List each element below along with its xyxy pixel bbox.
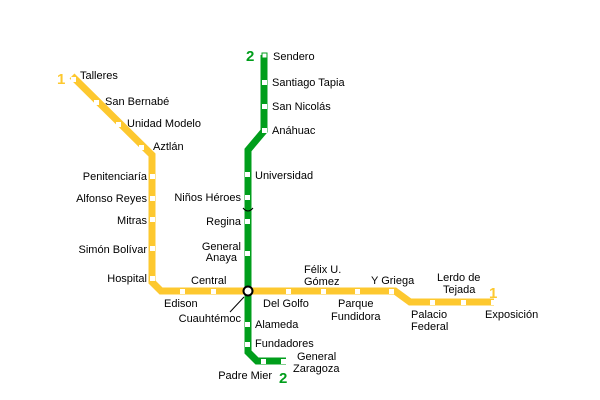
line-1-end-number: 1 — [489, 285, 497, 302]
label-palacio-federal-line1: Palacio — [411, 309, 447, 321]
label-general-anaya-line2: Anaya — [206, 252, 238, 264]
label-santiago-tapia: Santiago Tapia — [272, 77, 345, 89]
label-anahuac: Anáhuac — [272, 125, 316, 137]
label-lerdo-de-tejada-line1: Lerdo de — [437, 272, 480, 284]
station-central[interactable] — [211, 289, 216, 294]
station-alameda[interactable] — [245, 322, 250, 327]
label-talleres: Talleres — [80, 70, 118, 82]
station-simon-bolivar[interactable] — [150, 246, 155, 251]
transfer-station-cuauhtemoc[interactable] — [242, 285, 254, 297]
label-fundadores: Fundadores — [255, 338, 314, 350]
station-general-zaragoza[interactable] — [281, 359, 286, 364]
label-parque-fundidora-line2: Fundidora — [331, 311, 381, 323]
label-universidad: Universidad — [255, 170, 313, 182]
station-palacio-federal[interactable] — [430, 300, 435, 305]
label-alfonso-reyes: Alfonso Reyes — [76, 193, 147, 205]
tunnel-marker — [242, 207, 254, 212]
label-sendero: Sendero — [273, 51, 315, 63]
label-cuauhtemoc: Cuauhtémoc — [179, 313, 242, 325]
station-general-anaya[interactable] — [245, 251, 250, 256]
label-felix-u-gomez-line2: Gómez — [304, 276, 339, 288]
station-fundadores[interactable] — [245, 342, 250, 347]
line-1-start-number: 1 — [57, 71, 65, 88]
station-padre-mier[interactable] — [261, 359, 266, 364]
label-san-bernabe: San Bernabé — [105, 96, 169, 108]
line-1-track — [69, 73, 494, 306]
station-anahuac[interactable] — [262, 128, 267, 133]
label-general-zaragoza-line2: Zaragoza — [293, 363, 340, 375]
label-aztlan: Aztlán — [153, 141, 184, 153]
label-del-golfo: Del Golfo — [263, 298, 309, 310]
label-ninos-heroes: Niños Héroes — [174, 192, 241, 204]
station-edison[interactable] — [180, 289, 185, 294]
label-regina: Regina — [206, 216, 242, 228]
label-penitenciaria: Penitenciaría — [83, 171, 148, 183]
line-2-end-number: 2 — [279, 370, 287, 387]
station-san-nicolas[interactable] — [262, 104, 267, 109]
label-general-anaya-line1: General — [202, 241, 241, 253]
station-penitenciaria[interactable] — [150, 174, 155, 179]
label-mitras: Mitras — [117, 215, 147, 227]
station-lerdo-de-tejada[interactable] — [461, 300, 466, 305]
station-parque-fundidora[interactable] — [355, 289, 360, 294]
label-san-nicolas: San Nicolás — [272, 101, 331, 113]
label-padre-mier: Padre Mier — [218, 370, 272, 382]
label-exposicion: Exposición — [485, 309, 538, 321]
station-talleres[interactable] — [71, 77, 76, 82]
line-2-start-number: 2 — [246, 48, 254, 65]
label-palacio-federal-line2: Federal — [411, 321, 448, 333]
label-simon-bolivar: Simón Bolívar — [79, 244, 148, 256]
station-san-bernabe[interactable] — [94, 100, 99, 105]
label-edison: Edison — [164, 298, 198, 310]
label-hospital: Hospital — [107, 273, 147, 285]
station-alfonso-reyes[interactable] — [150, 196, 155, 201]
station-sendero[interactable] — [261, 52, 268, 59]
label-general-zaragoza-line1: General — [297, 351, 336, 363]
station-y-griega[interactable] — [389, 289, 394, 294]
station-exposicion[interactable] — [491, 300, 496, 305]
station-mitras[interactable] — [150, 217, 155, 222]
station-unidad-modelo[interactable] — [116, 122, 121, 127]
label-felix-u-gomez-line1: Félix U. — [304, 264, 341, 276]
station-hospital[interactable] — [150, 276, 155, 281]
station-felix-u-gomez[interactable] — [321, 289, 326, 294]
label-alameda: Alameda — [255, 319, 299, 331]
station-ninos-heroes[interactable] — [245, 195, 250, 200]
label-y-griega: Y Griega — [371, 275, 415, 287]
station-del-golfo[interactable] — [286, 289, 291, 294]
station-universidad[interactable] — [245, 172, 250, 177]
label-unidad-modelo: Unidad Modelo — [127, 118, 201, 130]
label-lerdo-de-tejada-line2: Tejada — [443, 284, 476, 296]
station-santiago-tapia[interactable] — [262, 80, 267, 85]
line-2-stations — [245, 52, 286, 364]
line-1-stations — [71, 77, 496, 305]
station-regina[interactable] — [245, 219, 250, 224]
label-central: Central — [191, 275, 226, 287]
cuauhtemoc-leader-line — [229, 296, 245, 313]
label-parque-fundidora-line1: Parque — [338, 298, 373, 310]
station-aztlan[interactable] — [139, 145, 144, 150]
